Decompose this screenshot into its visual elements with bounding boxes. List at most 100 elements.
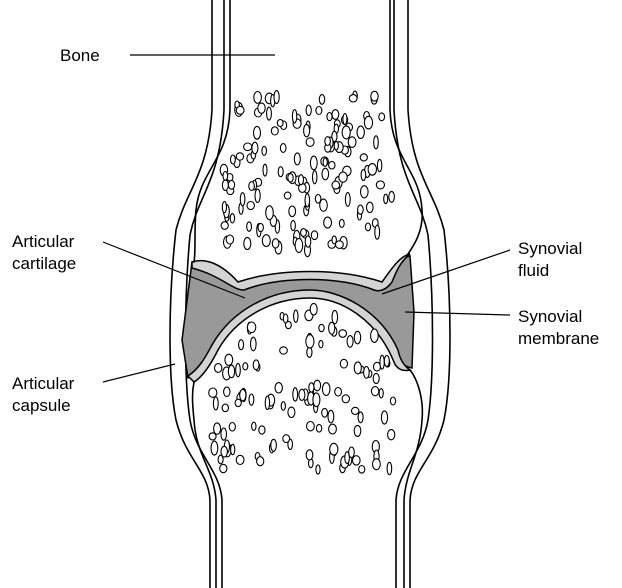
bone-pore — [371, 91, 378, 101]
bone-pore — [301, 229, 307, 237]
bone-pore — [319, 340, 323, 347]
bone-pore — [306, 450, 313, 460]
bone-pore — [314, 380, 321, 391]
bone-pore — [257, 457, 264, 466]
bone-pore — [224, 387, 230, 396]
bone-pore — [334, 141, 338, 149]
bone-pore — [254, 126, 261, 139]
bone-pore — [316, 107, 322, 115]
articular-capsule-label-line1: Articular — [12, 374, 75, 393]
bone-pore — [277, 120, 283, 127]
synovial-membrane-label: Synovial membrane — [518, 307, 599, 348]
bone-pore — [358, 205, 364, 214]
bone-pore — [267, 107, 272, 120]
bone-pore — [259, 426, 265, 434]
bone-pore — [231, 444, 235, 454]
bone-pore — [313, 171, 317, 184]
bone-pore — [258, 103, 265, 113]
bone-pore — [305, 236, 311, 247]
articular-capsule-label-line2: capsule — [12, 396, 71, 415]
bone-pore — [294, 310, 298, 322]
bone-pore — [291, 221, 296, 231]
bone-pore — [358, 412, 363, 423]
bone-pore — [284, 192, 291, 199]
bone-pore — [280, 144, 286, 153]
bone-pore — [305, 194, 310, 207]
articular-capsule-label: Articular capsule — [12, 374, 79, 415]
bone-pore — [307, 347, 312, 357]
bone-pore — [236, 106, 244, 114]
bone-pore — [306, 105, 311, 115]
bone-pore — [390, 397, 395, 405]
bone-pore — [310, 156, 317, 170]
bone-pore — [316, 465, 320, 474]
bone-pore — [281, 402, 285, 411]
bone-pore — [236, 153, 243, 160]
bone-pore — [343, 114, 347, 125]
bone-pore — [339, 330, 347, 338]
bone-pore — [258, 223, 263, 231]
bone-pore — [309, 383, 314, 392]
bone-pore — [376, 181, 384, 189]
bone-pore — [354, 362, 361, 374]
bone-pore — [342, 126, 350, 139]
bone-pore — [329, 161, 335, 169]
bone-pore — [319, 95, 324, 105]
bone-pore — [324, 217, 332, 228]
bone-pore — [329, 424, 337, 434]
bone-pore — [240, 193, 245, 206]
bone-pore — [375, 225, 380, 239]
bone-pore — [247, 322, 255, 333]
bone-pore — [288, 407, 295, 417]
bone-pore — [272, 239, 279, 248]
bone-pore — [255, 189, 260, 202]
bone-pore — [332, 110, 339, 120]
bone-pore — [231, 155, 236, 164]
bone-pore — [329, 322, 335, 334]
bone-pore — [293, 388, 298, 401]
bone-pore — [283, 435, 290, 443]
bone-pore — [316, 424, 321, 432]
synovial-membrane-label-line1: Synovial — [518, 307, 582, 326]
bone-pore — [365, 223, 370, 231]
bone-pore — [294, 153, 300, 165]
bone-pore — [354, 331, 360, 344]
bone-pore — [361, 170, 366, 181]
bone-pore — [236, 363, 241, 376]
articular-capsule-leader-line — [103, 364, 175, 382]
bone-pore — [387, 462, 392, 474]
bone-pore — [209, 388, 217, 397]
bone-pore — [342, 395, 349, 403]
synovial-fluid-label-line1: Synovial — [518, 239, 582, 258]
bone-pore — [371, 329, 379, 342]
bone-pore — [368, 164, 376, 176]
bone-pore — [377, 159, 381, 171]
bone-pore — [244, 237, 251, 249]
bone-pore — [280, 347, 288, 354]
bone-pore — [371, 387, 378, 396]
bone-pore — [251, 337, 257, 351]
synovial-membrane-leader-line — [405, 312, 510, 315]
bone-pore — [236, 455, 244, 464]
bone-pore — [230, 214, 234, 223]
bone-pore — [283, 314, 288, 323]
bone-pore — [364, 116, 372, 129]
bone-pore — [304, 124, 310, 136]
bone-pore — [332, 310, 338, 323]
bone-pore — [263, 164, 267, 176]
bone-pore — [262, 235, 270, 247]
bone-pore — [228, 180, 234, 189]
bone-pore — [278, 167, 283, 177]
bone-pore — [361, 186, 369, 198]
bone-pore — [295, 238, 303, 252]
bone-pore — [339, 172, 347, 182]
bone-label: Bone — [60, 46, 100, 65]
bone-pore — [239, 340, 244, 350]
bone-pore — [265, 396, 269, 409]
bone-pore — [214, 423, 221, 434]
bone-pore — [347, 336, 353, 348]
bone-pore — [299, 389, 305, 400]
bone-pore — [335, 388, 342, 397]
bone-pore — [384, 356, 389, 367]
bone-pore — [266, 206, 274, 220]
